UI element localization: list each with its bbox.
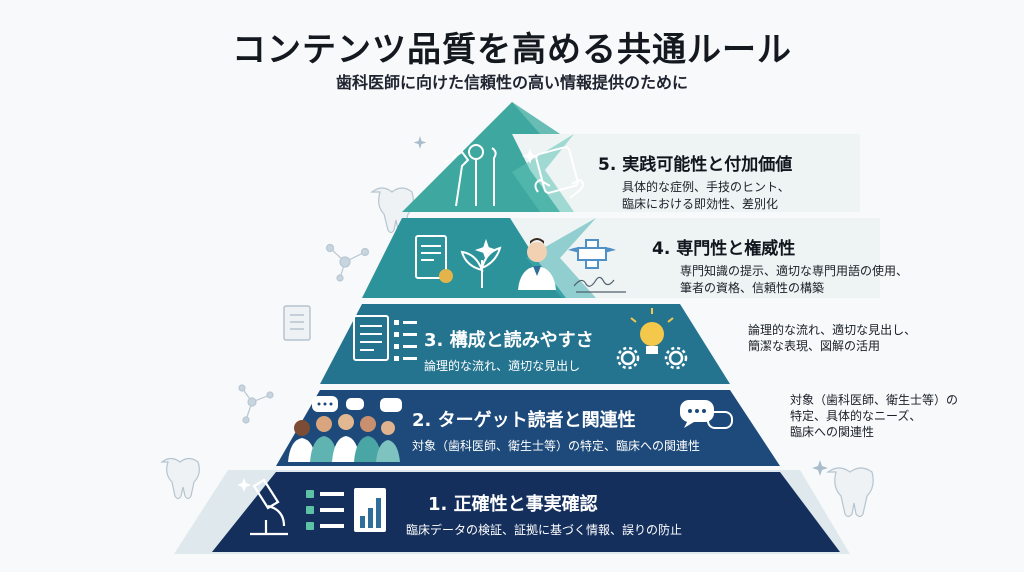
document-icon: [353, 315, 389, 361]
tier-5-desc-line: 臨床における即効性、差別化: [622, 197, 779, 211]
tier-2-side-note: 対象（歯科医師、衛生士等）の 特定、具体的なニーズ、 臨床への関連性: [790, 392, 958, 440]
tier-5-text: 5. 実践可能性と付加価値 具体的な症例、手技のヒント、 臨床における即効性、差…: [598, 150, 792, 213]
tier-4-label-band: [510, 218, 880, 298]
team-icon: [288, 414, 400, 462]
speech-bubble-icon: [680, 400, 733, 429]
tier-2-text: 2. ターゲット読者と関連性 対象（歯科医師、衛生士等）の特定、臨床への関連性: [412, 406, 700, 455]
lightbulb-icon: [630, 308, 674, 354]
dental-handpiece-icon: [443, 150, 470, 207]
tier-3-text: 3. 構成と読みやすさ 論理的な流れ、適切な見出し: [424, 326, 594, 375]
sparkle-icon: [522, 148, 538, 164]
tier-5-desc-line: 具体的な症例、手技のヒント、: [622, 180, 790, 194]
tier-2-side-note-line: 特定、具体的なニーズ、: [790, 409, 922, 423]
molecule-icon: [325, 243, 370, 282]
tooth-icon: [160, 457, 200, 500]
doctor-icon: [518, 238, 556, 290]
tier-2-side-note-line: 臨床への関連性: [790, 425, 875, 439]
tier-4-desc-line: 専門知識の提示、適切な専門用語の使用、: [680, 264, 909, 278]
tier-4-title: 4. 専門性と権威性: [652, 239, 796, 259]
tier-3-side-note: 論理的な流れ、適切な見出し、 簡潔な表現、図解の活用: [748, 322, 916, 354]
sparkle-icon: [413, 136, 828, 476]
tier-2-block: [276, 390, 780, 466]
tooth-icon: [826, 467, 874, 518]
tablet-hand-icon: [534, 146, 584, 199]
dental-mirror-icon: [468, 144, 484, 206]
chat-bubbles-icon: [312, 396, 402, 412]
tier-5-label-band: [512, 134, 860, 212]
tier-4-desc-line: 筆者の資格、信頼性の構築: [680, 281, 825, 295]
gears-icon: [616, 346, 688, 370]
signature-icon: [573, 276, 626, 293]
tier-4-text: 4. 専門性と権威性 専門知識の提示、適切な専門用語の使用、 筆者の資格、信頼性…: [652, 234, 908, 297]
page-subtitle: 歯科医師に向けた信頼性の高い情報提供のために: [335, 73, 688, 92]
tier-5-title: 5. 実践可能性と付加価値: [598, 155, 793, 175]
tier-3-title: 3. 構成と読みやすさ: [424, 330, 594, 351]
network-icon: [238, 384, 274, 424]
tier-1-desc: 臨床データの検証、証拠に基づく情報、誤りの防止: [406, 523, 683, 537]
tier-1-title: 1. 正確性と事実確認: [428, 494, 598, 515]
tier-2-title: 2. ターゲット読者と関連性: [412, 410, 636, 431]
tier-3-side-note-line: 論理的な流れ、適切な見出し、: [748, 323, 917, 337]
tier-2-side-note-line: 対象（歯科医師、衛生士等）の: [790, 393, 959, 407]
tier-2-desc: 対象（歯科医師、衛生士等）の特定、臨床への関連性: [412, 439, 701, 453]
certificate-icon: [415, 235, 453, 283]
microscope-icon: [237, 478, 288, 536]
bar-chart-icon: [354, 488, 386, 532]
winged-cross-icon: [568, 239, 616, 269]
clipboard-icon: [283, 305, 311, 341]
list-icon: [394, 320, 417, 361]
page-title: コンテンツ品質を高める共通ルール: [232, 30, 792, 70]
plant-icon: [460, 238, 502, 288]
tier-1-text: 1. 正確性と事実確認 臨床データの検証、証拠に基づく情報、誤りの防止: [406, 490, 682, 539]
tier-3-side-note-line: 簡潔な表現、図解の活用: [748, 339, 881, 353]
dental-probe-icon: [491, 147, 497, 206]
checklist-icon: [306, 490, 344, 530]
tier-3-desc: 論理的な流れ、適切な見出し: [424, 359, 581, 373]
